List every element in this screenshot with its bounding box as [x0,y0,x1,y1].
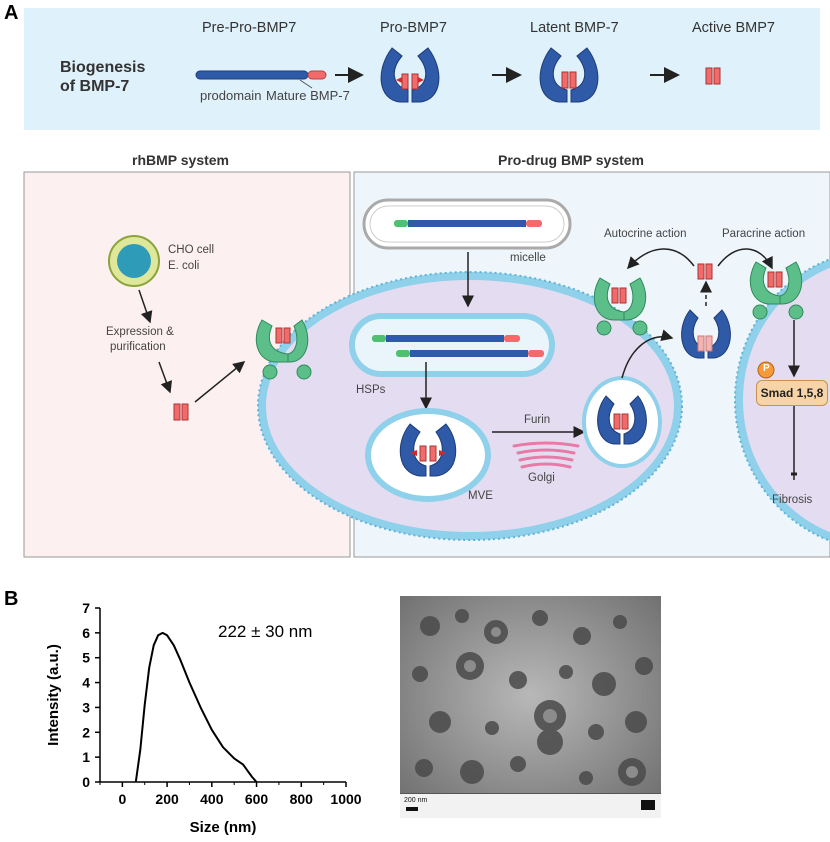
mve-label: MVE [468,490,493,502]
x-tick-label: 600 [245,791,269,807]
y-tick-label: 3 [82,699,90,715]
cho-cell-label: CHO cell [168,244,215,256]
phospho-icon [757,361,775,379]
panel-a-letter: A [4,2,19,24]
stage-label-pre-pro: Pre-Pro-BMP7 [202,20,297,36]
fibrosis-label: Fibrosis [772,494,813,506]
micelle-label: micelle [510,252,546,264]
biogenesis-title: Biogenesis of BMP-7 [60,58,145,96]
hsp-vesicle [349,313,555,377]
tem-micrograph: 200 nm [400,596,661,818]
biogenesis-banner [24,8,820,130]
x-tick-label: 200 [155,791,179,807]
rhbmp-system-title: rhBMP system [132,152,230,168]
golgi-label: Golgi [528,472,555,484]
panel-b-letter: B [4,588,19,610]
y-axis-label: Intensity (a.u.) [45,644,62,746]
receptor-autocrine [593,277,648,336]
tem-image [400,596,661,818]
e-coli-label: E. coli [168,260,200,272]
paracrine-label: Paracrine action [722,228,806,240]
x-tick-label: 0 [118,791,126,807]
stage-label-pro: Pro-BMP7 [380,20,447,36]
tem-scale-label: 200 nm [404,797,428,804]
prodomain-label: prodomain [200,88,262,103]
y-tick-label: 2 [82,724,90,740]
stage-label-latent: Latent BMP-7 [530,20,619,36]
latent-bmp7-icon [539,47,599,103]
mature-segment [307,70,327,80]
size-annotation: 222 ± 30 nm [218,622,313,641]
prodomain-rod [195,70,309,80]
y-tick-label: 7 [82,600,90,616]
latent-vesicle [582,376,662,468]
x-axis-label: Size (nm) [190,819,257,836]
y-tick-label: 6 [82,625,90,641]
furin-label: Furin [524,414,551,426]
y-tick-label: 5 [82,650,90,666]
receptor-left [255,319,312,380]
mve-vesicle [365,408,491,502]
rhbmp-dimer-icon [173,403,189,421]
secreted-latent-icon [681,309,731,359]
active-bmp7-icon [705,67,721,85]
series-line [134,631,258,783]
x-tick-label: 400 [200,791,224,807]
tem-info-bar: 200 nm [400,793,661,818]
cho-cell-icon [108,235,160,287]
expression-label-line1: Expression & [106,326,174,338]
y-tick-label: 4 [82,675,90,691]
biogenesis-title-line2: of BMP-7 [60,78,130,95]
stage-label-active: Active BMP7 [692,20,775,36]
smad-box: Smad 1,5,8 [756,380,828,406]
y-tick-label: 0 [82,774,90,790]
expression-label-line2: purification [110,341,166,353]
system-diagram [23,171,830,558]
biogenesis-diagram [195,47,721,103]
x-tick-label: 1000 [330,791,361,807]
hsps-label: HSPs [356,384,386,396]
prodrug-system-title: Pro-drug BMP system [498,152,644,168]
tem-logo-mark [641,800,655,810]
pro-bmp7-icon [380,47,440,103]
tem-scale-bar [406,807,418,811]
x-tick-label: 800 [290,791,314,807]
active-dimer-top [697,263,713,280]
receptor-paracrine [749,261,804,320]
golgi-icon [512,441,580,469]
mature-bmp7-label: Mature BMP-7 [266,88,350,103]
y-tick-label: 1 [82,749,90,765]
autocrine-label: Autocrine action [604,228,687,240]
phospho-label: P [763,363,770,374]
biogenesis-title-line1: Biogenesis [60,59,146,76]
micelle-icon [362,198,572,250]
